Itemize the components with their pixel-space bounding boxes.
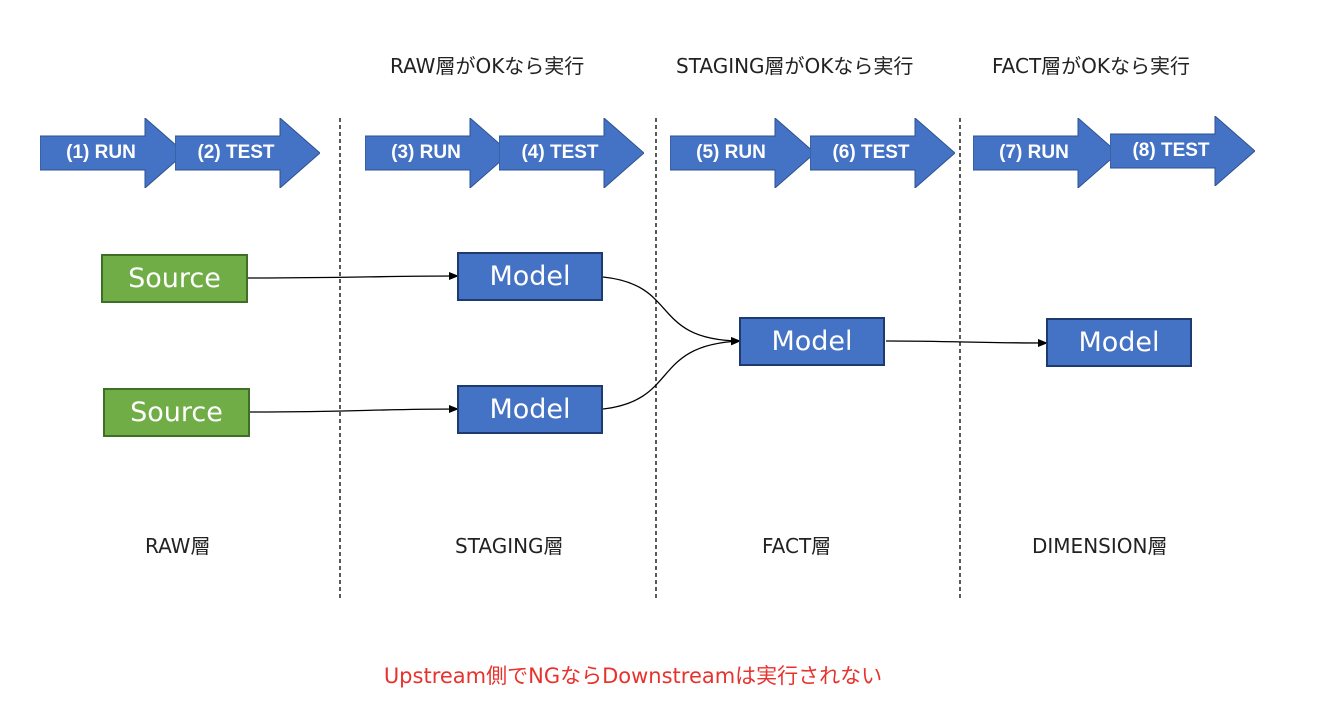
edge-model2-to-fact — [602, 337, 741, 410]
source-node-2: Source — [103, 388, 250, 437]
step-arrow-8-test: (8) TEST — [1110, 116, 1255, 186]
condition-label-fact-ok: FACT層がOKなら実行 — [992, 54, 1191, 78]
arrow-shape-icon — [40, 118, 185, 188]
step-arrow-label: (4) TEST — [521, 142, 599, 163]
step-arrow-1-run: (1) RUN — [40, 118, 185, 188]
edge-model1-to-fact — [602, 276, 741, 345]
arrow-shape-icon — [499, 118, 644, 188]
staging-model-node-1: Model — [457, 252, 603, 301]
step-arrow-7-run: (7) RUN — [973, 118, 1118, 188]
edge-source1-to-model1 — [247, 272, 459, 281]
step-arrow-5-run: (5) RUN — [670, 118, 815, 188]
step-arrow-4-test: (4) TEST — [499, 118, 644, 188]
dimension-model-node: Model — [1046, 318, 1192, 367]
arrow-shape-icon — [670, 118, 815, 188]
staging-model-node-2: Model — [457, 385, 603, 434]
condition-label-raw-ok: RAW層がOKなら実行 — [390, 54, 585, 78]
step-arrow-6-test: (6) TEST — [810, 118, 955, 188]
layer-label-dimension: DIMENSION層 — [1032, 534, 1168, 558]
step-arrow-3-run: (3) RUN — [365, 118, 510, 188]
arrow-shape-icon — [973, 118, 1118, 188]
arrow-shape-icon — [175, 118, 320, 188]
step-arrow-label: (7) RUN — [999, 142, 1069, 163]
layer-label-staging: STAGING層 — [455, 534, 564, 558]
arrow-shape-icon — [1110, 116, 1255, 186]
source-node-1: Source — [101, 254, 248, 303]
upstream-failure-note: Upstream側でNGならDownstreamは実行されない — [383, 664, 883, 688]
step-arrow-label: (1) RUN — [66, 142, 136, 163]
arrow-shape-icon — [365, 118, 510, 188]
step-arrow-label: (2) TEST — [197, 142, 275, 163]
layer-label-fact: FACT層 — [762, 534, 832, 558]
arrow-shape-icon — [810, 118, 955, 188]
step-arrow-label: (3) RUN — [391, 142, 461, 163]
step-arrow-2-test: (2) TEST — [175, 118, 320, 188]
condition-label-staging-ok: STAGING層がOKなら実行 — [676, 54, 914, 78]
edge-fact-to-dimension — [885, 338, 1048, 347]
step-arrow-label: (8) TEST — [1132, 140, 1210, 161]
step-arrow-label: (6) TEST — [832, 142, 910, 163]
edge-source2-to-model2 — [248, 405, 459, 414]
layer-label-raw: RAW層 — [145, 534, 211, 558]
step-arrow-label: (5) RUN — [696, 142, 766, 163]
fact-model-node: Model — [739, 317, 885, 366]
